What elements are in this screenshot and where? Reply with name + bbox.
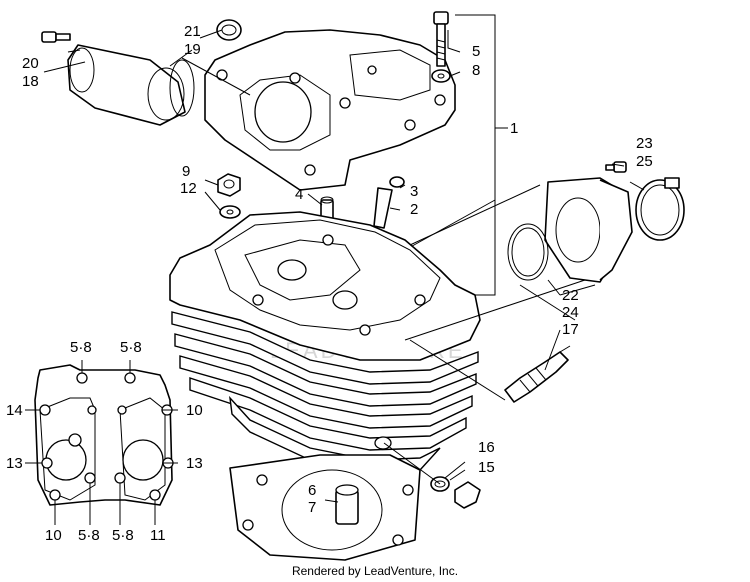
callout-inset-5-8-bottom-b: 5·8 bbox=[112, 527, 134, 544]
callout-24: 24 bbox=[562, 304, 579, 321]
hose-clamp-25 bbox=[635, 177, 685, 241]
callout-22: 22 bbox=[562, 287, 579, 304]
callout-7: 7 bbox=[308, 499, 316, 516]
callout-inset-5-8-left: 5·8 bbox=[70, 339, 92, 356]
leader-lines bbox=[25, 29, 645, 525]
breather-cap bbox=[67, 44, 186, 126]
dowel-7 bbox=[335, 484, 359, 525]
callout-inset-10-right: 10 bbox=[186, 402, 203, 419]
screw-20 bbox=[41, 31, 71, 43]
callout-8: 8 bbox=[472, 62, 480, 79]
callouts: 20 18 21 19 5 8 1 9 12 4 3 2 23 25 22 24… bbox=[6, 23, 653, 544]
callout-inset-10-bottom: 10 bbox=[45, 527, 62, 544]
callout-18: 18 bbox=[22, 73, 39, 90]
pin-2 bbox=[373, 187, 393, 229]
intake-boot bbox=[544, 177, 633, 283]
callout-16: 16 bbox=[478, 439, 495, 456]
callout-inset-5-8-right: 5·8 bbox=[120, 339, 142, 356]
leader-line bbox=[404, 199, 496, 251]
callout-5: 5 bbox=[472, 43, 480, 60]
credit-line: Rendered by LeadVenture, Inc. bbox=[291, 564, 459, 578]
callout-inset-13-right: 13 bbox=[186, 455, 203, 472]
callout-25: 25 bbox=[636, 153, 653, 170]
callout-3: 3 bbox=[410, 183, 418, 200]
callout-19: 19 bbox=[184, 41, 201, 58]
plug-15 bbox=[454, 481, 481, 509]
breather-oring bbox=[169, 59, 195, 117]
callout-23: 23 bbox=[636, 135, 653, 152]
callout-21: 21 bbox=[184, 23, 201, 40]
callout-inset-11: 11 bbox=[150, 527, 166, 544]
callout-inset-5-8-bottom-a: 5·8 bbox=[78, 527, 100, 544]
callout-9: 9 bbox=[182, 163, 190, 180]
callout-inset-14: 14 bbox=[6, 402, 23, 419]
inset-head-bottom-view bbox=[34, 364, 174, 506]
oring-3 bbox=[389, 176, 405, 188]
screw-23 bbox=[605, 161, 627, 173]
nut-9 bbox=[217, 173, 241, 197]
callout-6: 6 bbox=[308, 482, 316, 499]
callout-15: 15 bbox=[478, 459, 495, 476]
callout-12: 12 bbox=[180, 180, 197, 197]
intake-oring-22 bbox=[507, 223, 549, 281]
valve-cover bbox=[204, 29, 456, 191]
callout-17: 17 bbox=[562, 321, 579, 338]
callout-inset-13-left: 13 bbox=[6, 455, 23, 472]
bolt-5 bbox=[433, 11, 449, 67]
washer-12 bbox=[219, 205, 241, 219]
spark-plug bbox=[504, 345, 571, 403]
callout-2: 2 bbox=[410, 201, 418, 218]
head-gasket bbox=[229, 454, 421, 561]
washer-8 bbox=[431, 69, 451, 83]
callout-20: 20 bbox=[22, 55, 39, 72]
callout-1: 1 bbox=[510, 120, 518, 137]
cylinder-head bbox=[169, 211, 481, 473]
callout-4: 4 bbox=[295, 186, 303, 203]
